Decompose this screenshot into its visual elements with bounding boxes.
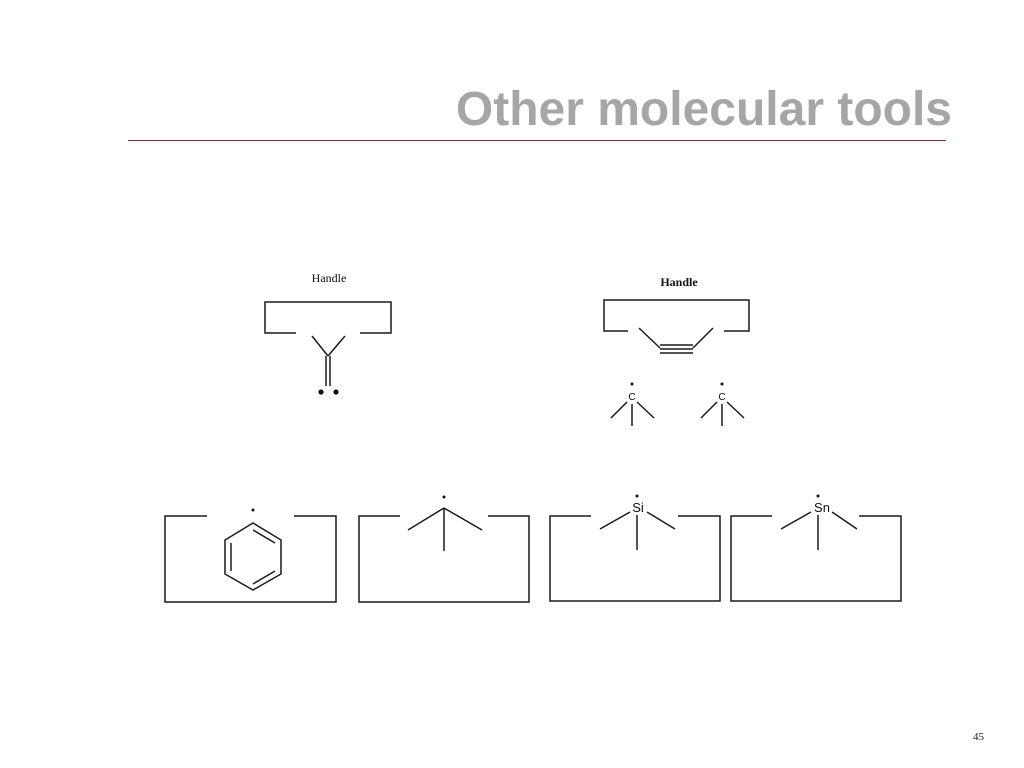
carbon-label: C	[718, 392, 725, 403]
radical-dot	[442, 495, 446, 499]
bond	[610, 401, 628, 419]
benzene-ring	[224, 522, 282, 591]
carbon-label: C	[628, 392, 635, 403]
slide-title: Other molecular tools	[455, 83, 952, 136]
handle-frame	[603, 299, 750, 332]
bond	[311, 335, 329, 357]
radical-dot	[251, 508, 255, 512]
handle-frame	[730, 515, 902, 602]
tin-label: Sn	[814, 500, 830, 515]
radical-dot	[630, 382, 634, 386]
carbene-handle-tool: Handle	[264, 271, 392, 395]
bond	[407, 507, 445, 531]
carbene-fragment: C	[610, 382, 655, 426]
phenyl-tool	[164, 508, 337, 603]
bond	[831, 511, 858, 530]
handle-frame	[358, 515, 530, 603]
radical-dot	[635, 494, 639, 498]
title-underline	[128, 140, 946, 141]
bond	[692, 327, 714, 349]
bond	[443, 507, 483, 531]
silicon-label: Si	[632, 500, 644, 515]
silyl-tool: Si	[549, 494, 721, 602]
lone-pair-dot	[318, 389, 324, 395]
stannyl-tool: Sn	[730, 494, 902, 602]
tertiary-carbon-tool	[358, 495, 530, 603]
bond	[327, 335, 346, 357]
bond	[726, 401, 745, 419]
radical-dot	[816, 494, 820, 498]
handle-frame	[164, 515, 337, 603]
bond	[700, 401, 718, 419]
bond	[636, 401, 655, 419]
bond	[638, 327, 661, 349]
bond	[646, 511, 676, 530]
bond	[780, 511, 812, 530]
alkyne-handle-tool: Handle C C	[603, 275, 750, 426]
bond	[599, 511, 631, 530]
ring-double-bond	[252, 529, 276, 544]
ring-double-bond	[252, 570, 276, 585]
radical-dot	[720, 382, 724, 386]
lone-pair-dot	[333, 389, 339, 395]
carbene-fragment: C	[700, 382, 745, 426]
handle-frame	[549, 515, 721, 602]
page-number: 45	[973, 731, 984, 743]
handle-frame	[264, 301, 392, 334]
handle-label-left: Handle	[312, 271, 347, 285]
handle-label-right: Handle	[660, 275, 698, 289]
